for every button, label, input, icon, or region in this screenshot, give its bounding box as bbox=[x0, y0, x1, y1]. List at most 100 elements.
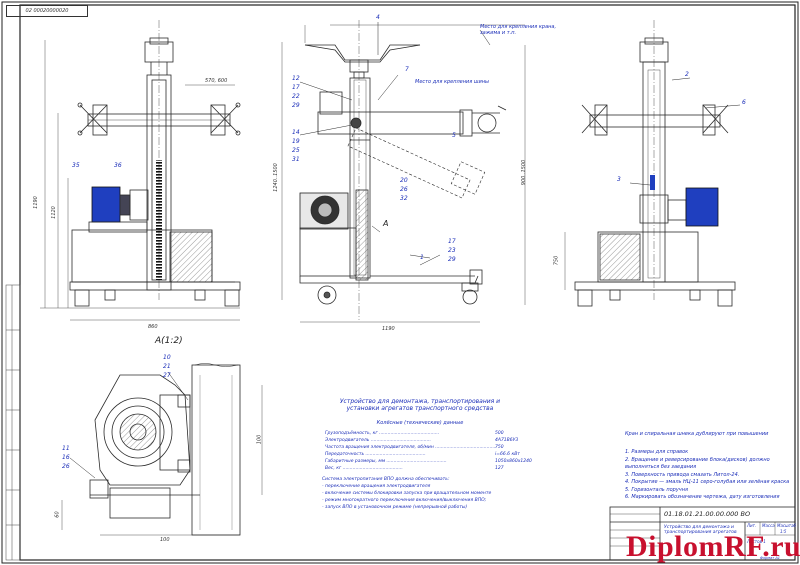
spec-value: 500 bbox=[495, 431, 504, 436]
system-note-line: - режим многократного переключения включ… bbox=[322, 498, 487, 503]
callout-27: 27 bbox=[163, 372, 171, 379]
callout-17b: 17 bbox=[448, 238, 456, 245]
dim-1190-bottom: 1190 bbox=[382, 326, 395, 332]
dim-100-side: 100 bbox=[256, 434, 263, 445]
spec-key: Грузоподъёмность, кг ...................… bbox=[325, 431, 440, 436]
callout-1: 1 bbox=[420, 254, 424, 261]
sheet-inner-frame bbox=[19, 4, 796, 561]
stamp-scale: Масштаб bbox=[777, 523, 797, 528]
callout-11: 11 bbox=[62, 445, 70, 452]
rear-view bbox=[564, 20, 741, 307]
callout-2: 2 bbox=[685, 71, 689, 78]
arm-pivot bbox=[350, 117, 362, 129]
note-right-line: 6. Маркировать обозначение чертежа, дату… bbox=[625, 494, 780, 500]
stamp-format: Формат А1 bbox=[760, 556, 780, 560]
callout-7: 7 bbox=[405, 66, 409, 73]
callout-3: 3 bbox=[617, 176, 621, 183]
system-note-line: Система электропитания ВПО должна обеспе… bbox=[322, 477, 450, 482]
dim-750: 750 bbox=[553, 255, 560, 266]
callout-25: 25 bbox=[292, 147, 300, 154]
system-note-line: - включение системы блокировки запуска п… bbox=[322, 491, 492, 496]
stamp-scale-value: 1:5 bbox=[780, 529, 787, 534]
dim-100-bottom: 100 bbox=[160, 537, 170, 543]
motor-rear bbox=[685, 187, 719, 227]
dim-570-600: 570, 600 bbox=[205, 78, 228, 84]
front-wheel bbox=[462, 289, 478, 305]
spec-key: Электродвигатель .......................… bbox=[325, 438, 431, 443]
spec-value: 1050х860х1240 bbox=[495, 459, 532, 464]
callout-22a: 22 bbox=[292, 93, 300, 100]
callout-21: 21 bbox=[163, 363, 171, 370]
drawing-subtitle: Колёсные (технические) данные bbox=[376, 420, 464, 426]
rear-wheel bbox=[317, 285, 337, 305]
brand-watermark: DiplomRF.ru bbox=[626, 530, 800, 563]
stamp-lit: Лит. bbox=[747, 523, 757, 528]
dim-860: 860 bbox=[148, 324, 158, 330]
callout-10: 10 bbox=[163, 354, 171, 361]
callout-26b: 26 bbox=[62, 463, 70, 470]
note-right-line: 2. Вращение и реверсирование блока(диско… bbox=[625, 456, 770, 463]
side-view bbox=[281, 20, 526, 323]
callout-26: 26 bbox=[400, 186, 408, 193]
spec-key: Габаритные размеры, мм .................… bbox=[325, 459, 447, 464]
spec-value: i=66.6 кВт bbox=[495, 452, 520, 457]
callout-17a: 17 bbox=[292, 84, 300, 91]
stamp-mass: Масса bbox=[762, 523, 775, 528]
note-crane-mount: Место для крепления крана, зажима и т.п. bbox=[480, 24, 557, 36]
spec-key: Вес, кг ................................… bbox=[325, 466, 403, 471]
system-note-line: - переключение вращения электродвигателя bbox=[322, 484, 431, 489]
front-view bbox=[40, 20, 241, 321]
motor-front bbox=[91, 186, 121, 223]
stamp-sheets: Листов 1 bbox=[747, 539, 766, 544]
spec-value: 4А71В6У3 bbox=[495, 438, 519, 443]
spec-value: 750 bbox=[495, 445, 504, 450]
binding-strip bbox=[5, 284, 21, 561]
callout-14: 14 bbox=[292, 129, 300, 136]
dim-900-1500: 900..1500 bbox=[521, 159, 528, 186]
note-right-line: 3. Поверхность привода смазать Литол-24. bbox=[625, 471, 740, 478]
spec-key: Передаточность .........................… bbox=[325, 452, 426, 457]
system-note-line: - запуск ВПО в установочном режиме (непр… bbox=[322, 505, 468, 510]
spec-value: 127 bbox=[495, 466, 504, 471]
note-right-line: выполняться без заедания bbox=[625, 464, 697, 470]
view-arrow-a: A bbox=[383, 219, 389, 228]
callout-6: 6 bbox=[742, 99, 746, 106]
note-right-line: 4. Покрытие — эмаль НЦ-11 серо-голубая и… bbox=[625, 479, 790, 485]
left-handwheel bbox=[77, 102, 108, 136]
callout-36: 36 bbox=[114, 162, 122, 169]
section-a-view bbox=[61, 363, 263, 536]
callout-5: 5 bbox=[452, 132, 456, 139]
spec-key: Частота вращения электродвигателя, об/ми… bbox=[325, 445, 496, 450]
stamp-name: Устройство для демонтажа и транспортиров… bbox=[664, 525, 737, 536]
drive-chain bbox=[156, 160, 162, 280]
dim-1190-left: 1190 bbox=[32, 196, 39, 209]
callout-35: 35 bbox=[72, 162, 80, 169]
note-tire-mount: Место для крепления шины bbox=[415, 79, 489, 85]
callout-16: 16 bbox=[62, 454, 70, 461]
callout-12: 12 bbox=[292, 75, 300, 82]
dim-1120: 1120 bbox=[50, 206, 57, 219]
callout-29b: 29 bbox=[448, 256, 456, 263]
callout-23b: 23 bbox=[448, 247, 456, 254]
section-a-label: A(1:2) bbox=[155, 336, 183, 346]
callout-32: 32 bbox=[400, 195, 408, 202]
dim-60: 60 bbox=[54, 511, 61, 518]
dim-1240-1500: 1240..1500 bbox=[272, 163, 279, 192]
stamp-code: 01.18.01.21.00.00.000 ВО bbox=[664, 510, 751, 518]
callout-19: 19 bbox=[292, 138, 300, 145]
callout-20: 20 bbox=[400, 177, 408, 184]
note-right-line: 1. Размеры для справок bbox=[625, 449, 689, 455]
callout-29a: 29 bbox=[292, 102, 300, 109]
sheet-code-stamp: 02 00020000020 bbox=[6, 5, 88, 17]
right-handwheel bbox=[210, 102, 241, 136]
callout-4: 4 bbox=[376, 14, 380, 21]
callout-31: 31 bbox=[292, 156, 300, 163]
title-stamp bbox=[609, 506, 796, 561]
rear-right-handwheel bbox=[702, 104, 729, 136]
note-right-line: 5. Горизонталь поручня bbox=[625, 486, 689, 493]
rear-left-handwheel bbox=[581, 104, 608, 136]
notes-right-header: Кран и спиральная шнека дублируют при по… bbox=[625, 431, 769, 437]
